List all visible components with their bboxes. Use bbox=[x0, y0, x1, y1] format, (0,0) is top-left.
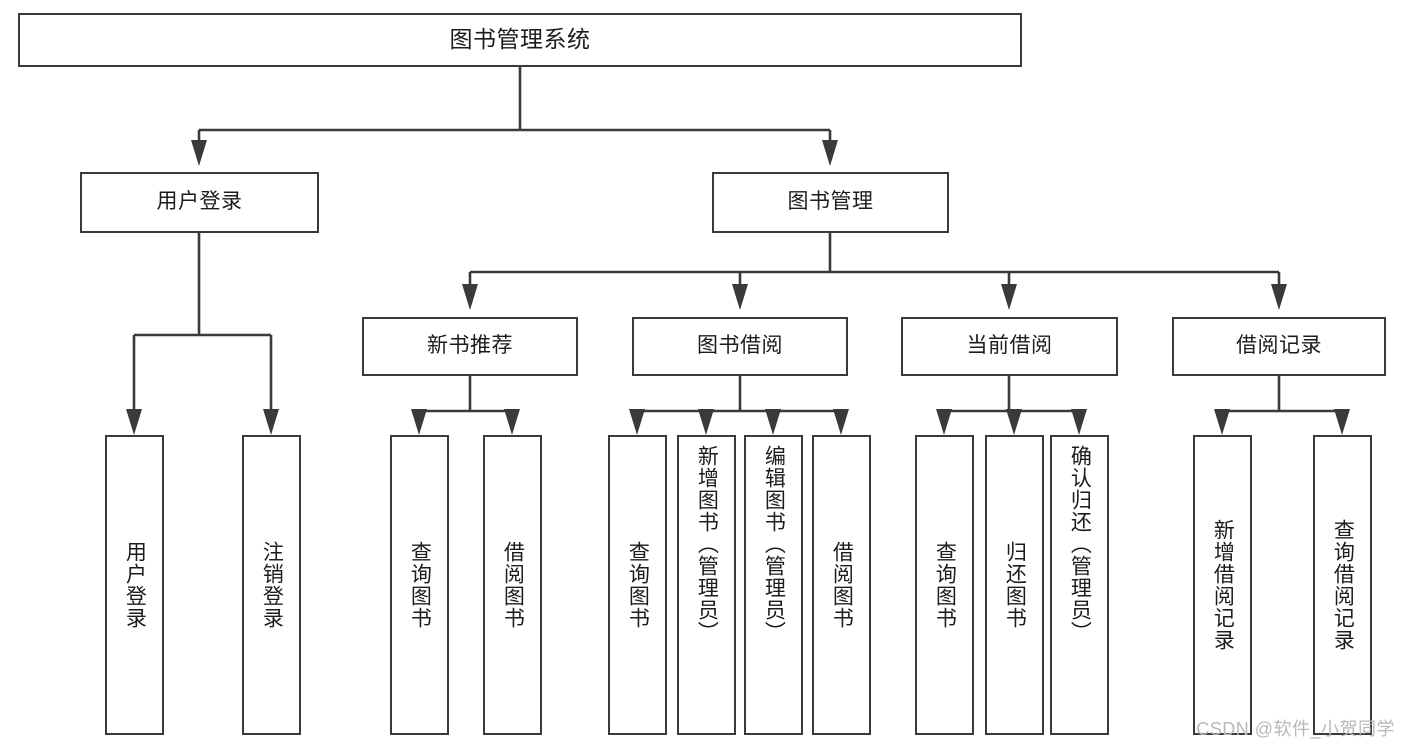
leaf-book-borrow-edit[interactable]: 编辑图书（管理员） bbox=[744, 435, 803, 735]
node-label: 查询图书 bbox=[408, 541, 432, 629]
leaf-borrow-record-query[interactable]: 查询借阅记录 bbox=[1313, 435, 1372, 735]
node-label: 查询图书 bbox=[933, 541, 957, 629]
leaf-current-borrow-confirm-return[interactable]: 确认归还（管理员） bbox=[1050, 435, 1109, 735]
node-label: 用户登录 bbox=[123, 541, 147, 629]
node-book-borrow[interactable]: 图书借阅 bbox=[632, 317, 848, 376]
leaf-new-book-borrow[interactable]: 借阅图书 bbox=[483, 435, 542, 735]
node-label: 用户登录 bbox=[156, 190, 243, 214]
node-label: 图书借阅 bbox=[697, 334, 783, 358]
leaf-new-book-query[interactable]: 查询图书 bbox=[390, 435, 449, 735]
node-label: 新增借阅记录 bbox=[1211, 519, 1235, 651]
node-new-book-recommend[interactable]: 新书推荐 bbox=[362, 317, 578, 376]
node-label: 借阅图书 bbox=[501, 541, 525, 629]
node-label: 图书管理系统 bbox=[449, 26, 591, 53]
node-label: 新书推荐 bbox=[427, 334, 513, 358]
leaf-book-borrow-query[interactable]: 查询图书 bbox=[608, 435, 667, 735]
csdn-watermark: CSDN @软件_小贺同学 bbox=[1196, 719, 1395, 739]
leaf-borrow-record-add[interactable]: 新增借阅记录 bbox=[1193, 435, 1252, 735]
node-root-system[interactable]: 图书管理系统 bbox=[18, 13, 1022, 67]
node-label: 当前借阅 bbox=[966, 334, 1053, 358]
node-label: 借阅记录 bbox=[1236, 334, 1322, 358]
node-borrow-record[interactable]: 借阅记录 bbox=[1172, 317, 1386, 376]
node-label: 查询借阅记录 bbox=[1331, 519, 1355, 651]
node-label: 注销登录 bbox=[260, 541, 284, 629]
leaf-user-login-login[interactable]: 用户登录 bbox=[105, 435, 164, 735]
node-label: 查询图书 bbox=[626, 541, 650, 629]
node-label: 归还图书 bbox=[1003, 541, 1027, 629]
node-label: 确认归还（管理员） bbox=[1068, 445, 1092, 643]
node-label: 借阅图书 bbox=[830, 541, 854, 629]
node-label: 编辑图书（管理员） bbox=[762, 445, 786, 643]
leaf-book-borrow-borrow[interactable]: 借阅图书 bbox=[812, 435, 871, 735]
leaf-book-borrow-add[interactable]: 新增图书（管理员） bbox=[677, 435, 736, 735]
node-label: 新增图书（管理员） bbox=[695, 445, 719, 643]
node-user-login[interactable]: 用户登录 bbox=[80, 172, 319, 233]
leaf-current-borrow-query[interactable]: 查询图书 bbox=[915, 435, 974, 735]
node-label: 图书管理 bbox=[787, 190, 874, 214]
leaf-current-borrow-return[interactable]: 归还图书 bbox=[985, 435, 1044, 735]
node-current-borrow[interactable]: 当前借阅 bbox=[901, 317, 1118, 376]
leaf-user-login-logout[interactable]: 注销登录 bbox=[242, 435, 301, 735]
node-book-management[interactable]: 图书管理 bbox=[712, 172, 949, 233]
